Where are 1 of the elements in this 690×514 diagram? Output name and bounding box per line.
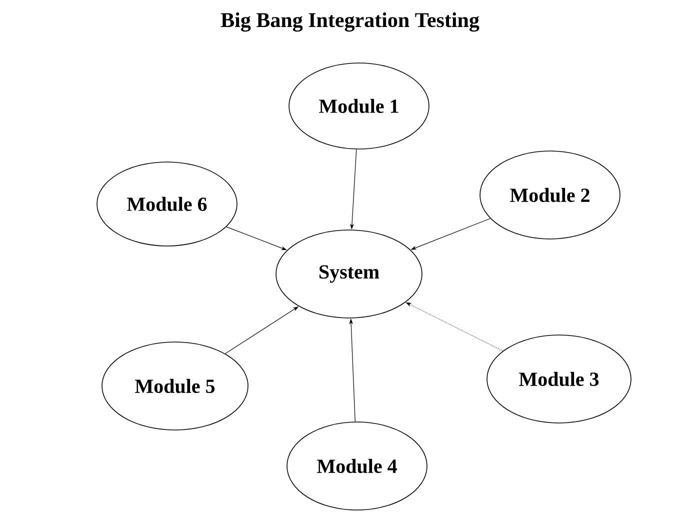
title: Big Bang Integration Testing [220, 12, 480, 32]
